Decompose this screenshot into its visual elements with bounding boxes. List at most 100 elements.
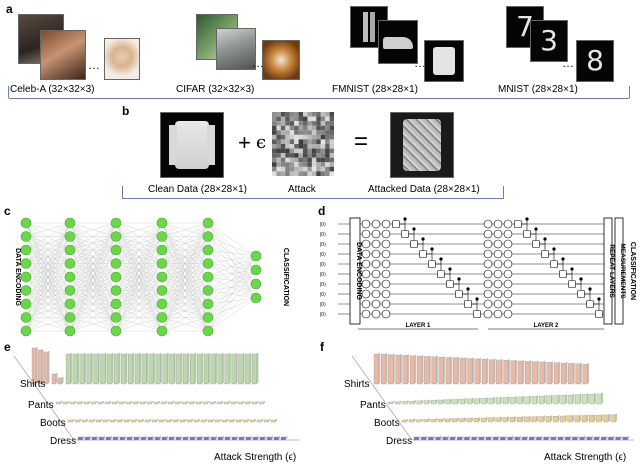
rotation-gate (361, 239, 371, 249)
bar-mark (258, 401, 264, 405)
noise-pixel (307, 116, 312, 122)
bar-mark (84, 436, 90, 441)
nn-edge (207, 255, 257, 332)
noise-pixel (280, 148, 286, 154)
bar-side (558, 415, 560, 421)
bar-side (512, 436, 514, 439)
bar-side (555, 436, 558, 439)
nn-edge (207, 263, 257, 285)
noise-pixel (320, 112, 326, 117)
noise-pixel (325, 112, 330, 117)
bar-mark (543, 436, 549, 441)
bar-side (243, 436, 246, 439)
bar-side (109, 401, 112, 403)
bar-side (450, 417, 452, 421)
bar-side (138, 436, 141, 439)
nn-node (64, 271, 76, 283)
bar-mark (107, 353, 113, 385)
nn-edge (207, 255, 257, 264)
bar-side (56, 373, 58, 383)
nn-edge (115, 317, 163, 332)
noise-pixel (311, 134, 317, 140)
noise-pixel (285, 134, 290, 140)
rotation-gate (503, 259, 513, 269)
bar-mark (431, 356, 437, 385)
rotation-gate (361, 229, 371, 239)
bar-mark (65, 353, 71, 385)
nn-edge (115, 222, 163, 291)
bar-side (229, 353, 231, 383)
noise-pixel (329, 121, 334, 126)
bar-side (421, 399, 424, 403)
row-label-pants-f: Pants (360, 400, 386, 411)
bar-side (544, 395, 546, 403)
bar-side (570, 436, 572, 439)
noise-pixel (294, 125, 299, 131)
bar-mark (546, 395, 552, 405)
rotation-gate (503, 249, 513, 259)
noise-pixel (329, 166, 334, 172)
nn-node (156, 244, 168, 256)
bar-side (508, 396, 510, 403)
bar-mark (503, 360, 509, 385)
mnist-ellipsis: … (562, 56, 574, 70)
bar-mark (581, 415, 587, 423)
noise-pixel (316, 143, 321, 149)
bar-mark (409, 401, 415, 405)
noise-pixel (303, 157, 308, 163)
cz-gate (392, 220, 400, 228)
bar-side (158, 401, 161, 403)
bar-mark (481, 417, 487, 423)
noise-pixel (311, 171, 317, 176)
bar-side (233, 419, 236, 421)
noise-pixel (329, 112, 334, 117)
dataset-caption-celeba: Celeb-A (32×32×3) (10, 84, 95, 95)
noise-pixel (307, 130, 312, 135)
bar-side (264, 436, 267, 439)
noise-pixel (276, 130, 281, 135)
noise-pixel (276, 162, 281, 167)
nn-node (202, 258, 214, 269)
bar-mark (223, 401, 229, 405)
rotation-gate (371, 269, 381, 279)
nn-edge (207, 222, 257, 271)
bar-side (594, 414, 596, 421)
plus-sign: + (238, 130, 251, 155)
bar-mark (431, 400, 437, 405)
nn-node (156, 298, 168, 310)
nn-edge (207, 283, 257, 305)
nn-edge (25, 222, 71, 332)
bar-mark (478, 436, 484, 441)
bar-side (250, 353, 252, 383)
bar-side (173, 436, 176, 439)
bar-mark (190, 353, 195, 385)
noise-pixel (316, 121, 321, 126)
bar-side (208, 436, 211, 439)
bar-side (118, 353, 121, 383)
nn-edge (207, 236, 257, 299)
bar-side (149, 419, 152, 421)
noise-pixel (311, 116, 317, 122)
bar-mark (105, 436, 111, 441)
bar-mark (62, 401, 68, 405)
bar-mark (539, 361, 545, 385)
noise-pixel (294, 171, 299, 176)
bar-mark (162, 353, 168, 385)
bar-mark (235, 419, 241, 423)
bar-mark (141, 353, 147, 385)
nn-edge (207, 249, 257, 285)
bar-mark (459, 418, 465, 423)
noise-pixel (303, 166, 308, 172)
bar-side (393, 353, 395, 383)
bar-mark (575, 394, 581, 405)
bar-mark (237, 401, 243, 405)
bar-side (435, 418, 438, 421)
measurements-box (614, 217, 624, 325)
bar-side (486, 417, 488, 421)
bar-side (579, 414, 582, 421)
noise-pixel (307, 162, 312, 167)
noise-pixel (272, 116, 277, 122)
bar-side (135, 419, 138, 421)
noise-pixel (311, 121, 317, 126)
bar-side (584, 436, 586, 439)
